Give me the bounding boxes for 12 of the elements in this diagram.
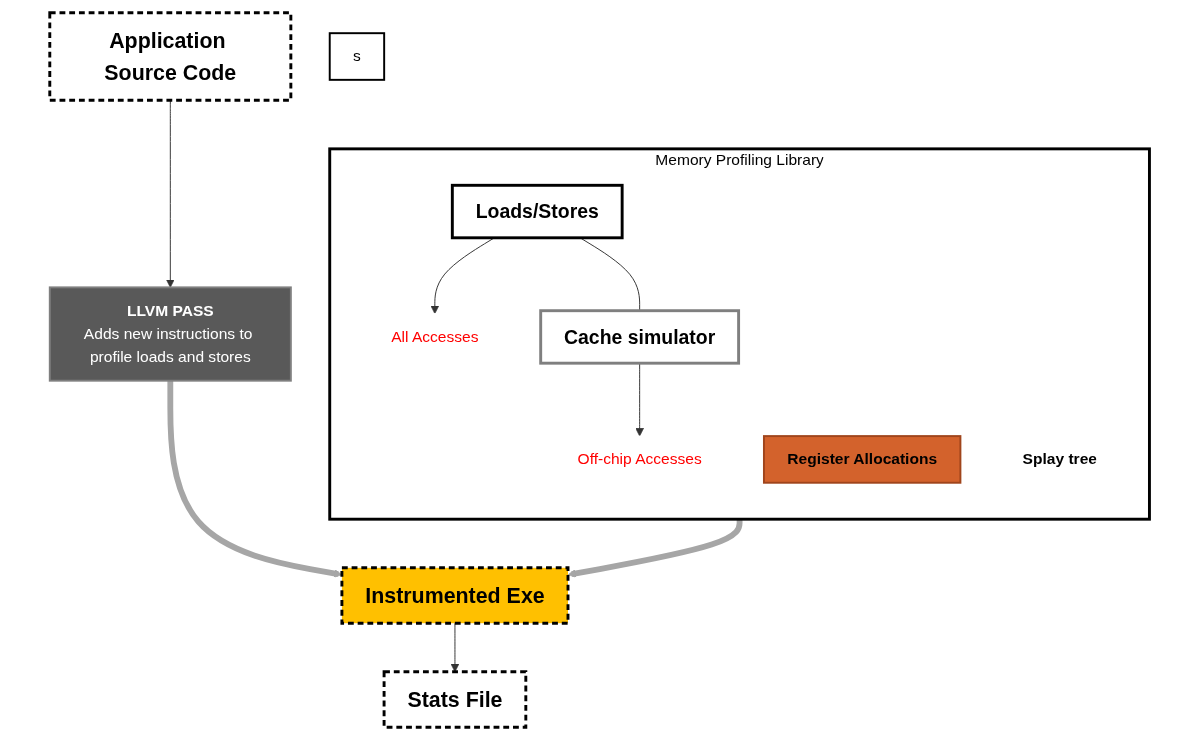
- node-text: Splay tree: [1022, 450, 1097, 467]
- node-box: s: [328, 31, 385, 81]
- node-text: Off-chip Accesses: [577, 450, 702, 467]
- node-box: Register Allocations: [762, 434, 962, 484]
- node-text: All Accesses: [391, 327, 479, 345]
- node-box: Instrumented Exe: [340, 565, 570, 625]
- node-box: Loads/Stores: [450, 183, 624, 239]
- node-box: Application Source Code: [48, 10, 293, 102]
- node-box: Stats File: [382, 669, 528, 729]
- node-box: LLVM PASS Adds new instructions to profile loads and stores: [48, 285, 292, 382]
- arrow: [567, 518, 743, 578]
- node-box: Cache simulator: [539, 308, 740, 365]
